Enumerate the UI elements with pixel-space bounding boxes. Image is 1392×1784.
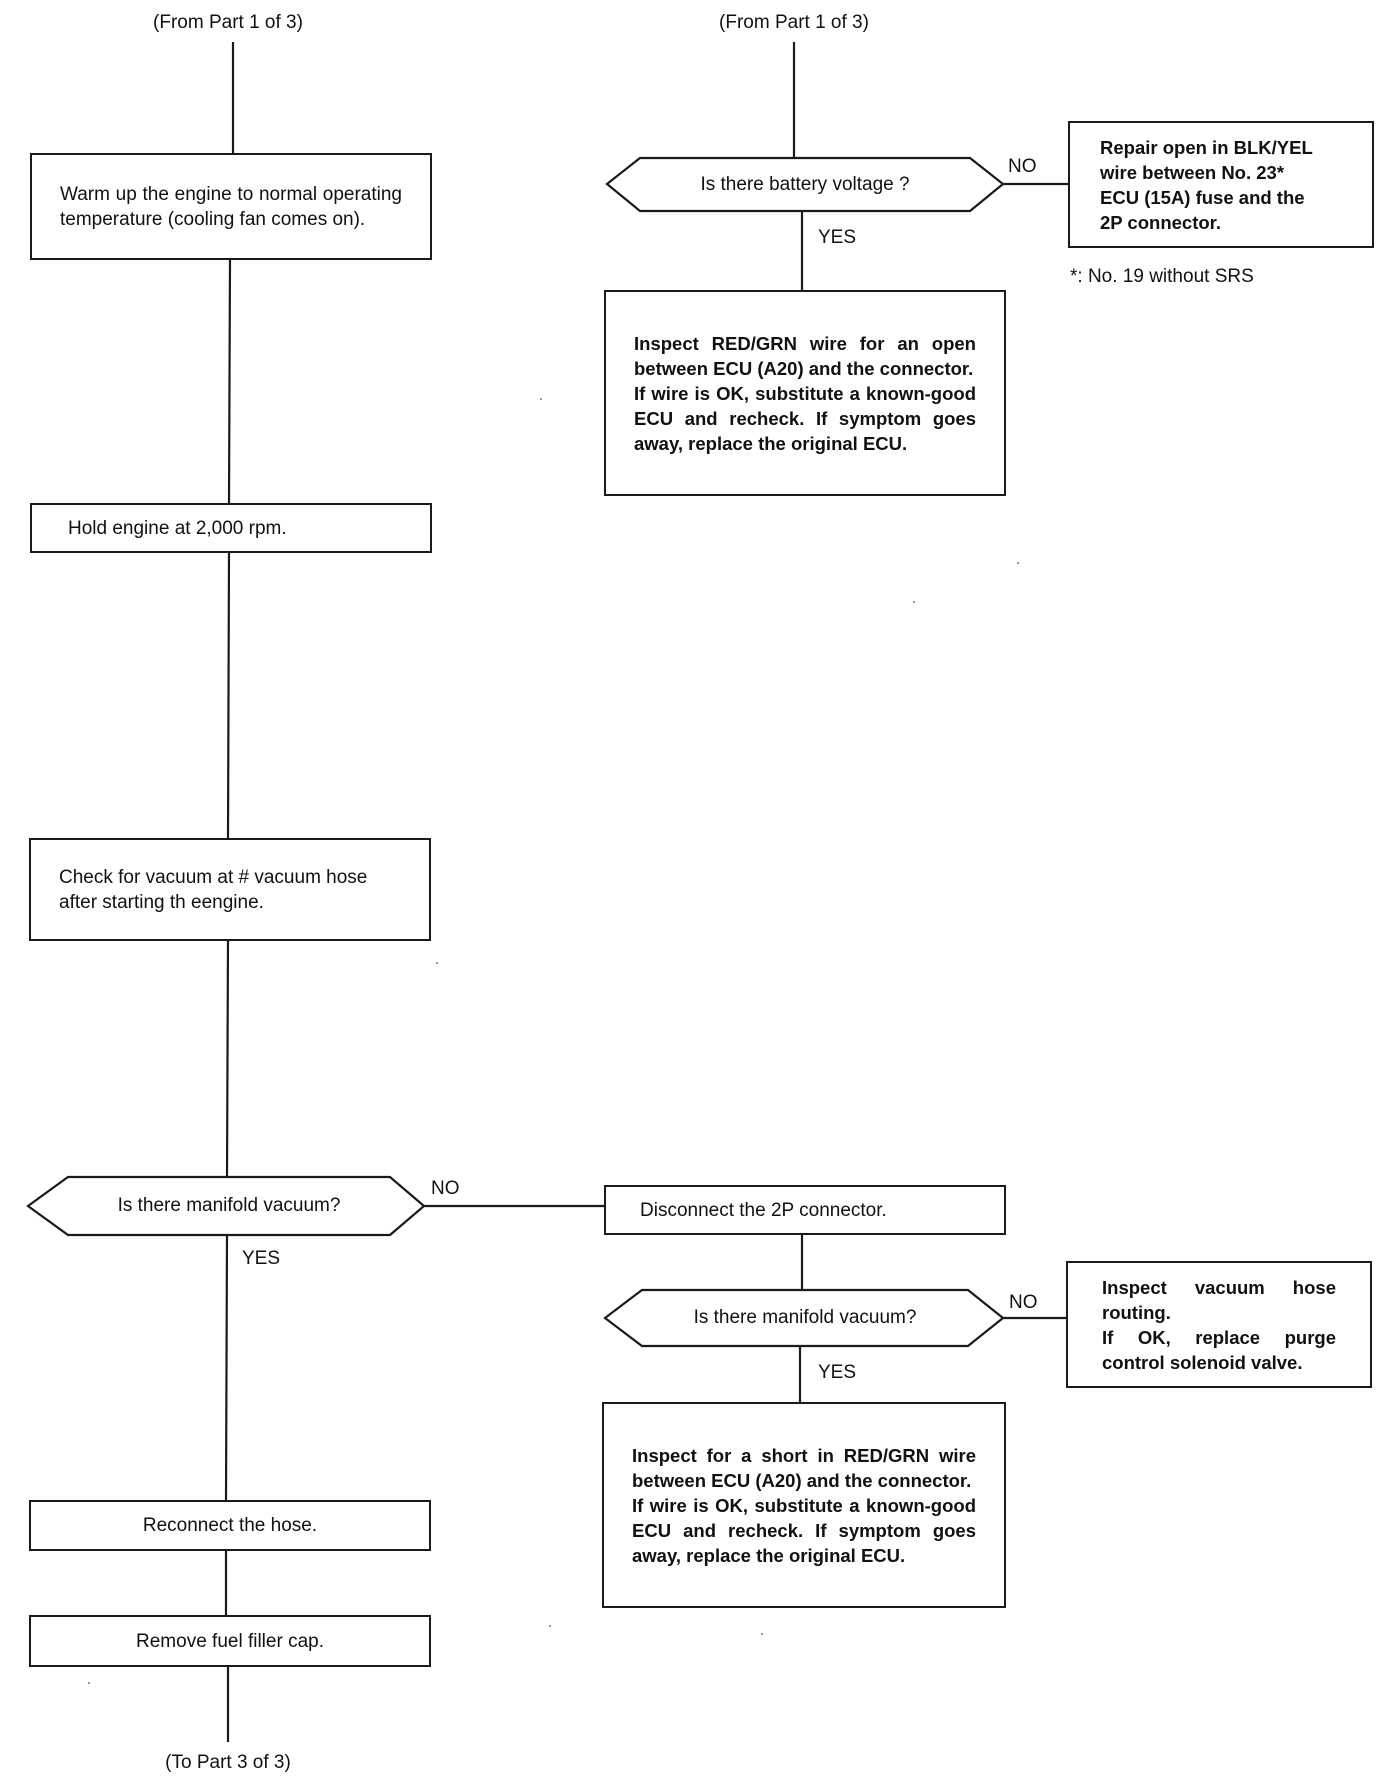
- process-repair-open-blk-yel: Repair open in BLK/YEL wire between No. …: [1068, 121, 1374, 248]
- decision-manifold-vacuum-2: Is there manifold vacuum?: [693, 1307, 917, 1328]
- inspect-open-line-1: Inspect RED/GRN wire for an open between…: [634, 332, 976, 379]
- inspect-open-line-2: If wire is OK, substitute a known-good E…: [634, 382, 976, 454]
- disconnect-2p-text: Disconnect the 2P connector.: [640, 1199, 887, 1221]
- manifold1-no-label: NO: [431, 1178, 460, 1199]
- inspect-short-line-2: If wire is OK, substitute a known-good E…: [632, 1494, 976, 1566]
- inspect-short-line-1: Inspect for a short in RED/GRN wire betw…: [632, 1444, 976, 1491]
- process-warm-up-engine: Warm up the engine to normal operating t…: [30, 153, 432, 260]
- connector-check-to-manifold1: [225, 938, 230, 1178]
- process-disconnect-2p: Disconnect the 2P connector.: [604, 1185, 1006, 1235]
- remove-cap-text: Remove fuel filler cap.: [136, 1630, 324, 1652]
- process-remove-fuel-filler-cap: Remove fuel filler cap.: [29, 1615, 431, 1667]
- scan-speck: [540, 398, 542, 400]
- check-vacuum-text: Check for vacuum at # vacuum hose after …: [59, 866, 368, 913]
- connector-warmup-to-hold: [227, 258, 232, 504]
- hold-engine-text: Hold engine at 2,000 rpm.: [68, 517, 287, 539]
- manifold2-yes-label: YES: [818, 1362, 857, 1383]
- decision-manifold-vacuum-1-shape: [26, 1175, 426, 1237]
- process-hold-engine-2000rpm: Hold engine at 2,000 rpm.: [30, 503, 432, 553]
- process-check-vacuum: Check for vacuum at # vacuum hose after …: [29, 838, 431, 941]
- decision-battery-voltage-shape: [605, 156, 1005, 213]
- scan-speck: [88, 1682, 90, 1684]
- repair-open-line-1: Repair open in BLK/YEL: [1100, 136, 1313, 158]
- repair-open-line-2: wire between No. 23*: [1100, 161, 1285, 183]
- scan-speck: [913, 601, 915, 603]
- decision-manifold-vacuum-1: Is there manifold vacuum?: [117, 1195, 341, 1216]
- scan-speck: [549, 1625, 551, 1627]
- from-part1-right-label: (From Part 1 of 3): [719, 12, 869, 33]
- scan-speck: [1017, 562, 1019, 564]
- scan-speck: [436, 962, 438, 964]
- connector-hold-to-check: [226, 550, 231, 839]
- decision-battery-voltage: Is there battery voltage ?: [700, 173, 910, 195]
- footnote-srs: *: No. 19 without SRS: [1070, 266, 1254, 287]
- process-inspect-red-grn-short: Inspect for a short in RED/GRN wire betw…: [602, 1402, 1006, 1608]
- battery-yes-label: YES: [818, 227, 857, 248]
- inspect-hose-line-1: Inspect vacuum hose routing.: [1102, 1276, 1336, 1323]
- process-inspect-red-grn-open: Inspect RED/GRN wire for an open between…: [604, 290, 1006, 496]
- process-reconnect-hose: Reconnect the hose.: [29, 1500, 431, 1551]
- to-part3-label: (To Part 3 of 3): [165, 1752, 291, 1773]
- warm-up-text: Warm up the engine to normal operating t…: [60, 183, 402, 230]
- repair-open-line-3: ECU (15A) fuse and the: [1100, 186, 1305, 208]
- inspect-hose-line-2: If OK, replace purge control solenoid va…: [1102, 1326, 1336, 1373]
- connector-manifold1-to-reconnect: [224, 1234, 229, 1501]
- from-part1-left-label: (From Part 1 of 3): [153, 12, 303, 33]
- repair-open-line-4: 2P connector.: [1100, 211, 1221, 233]
- reconnect-hose-text: Reconnect the hose.: [142, 1515, 318, 1536]
- process-inspect-vacuum-hose: Inspect vacuum hose routing. If OK, repl…: [1066, 1261, 1372, 1388]
- decision-manifold-vacuum-2-shape: [603, 1288, 1005, 1348]
- scan-speck: [761, 1633, 763, 1635]
- manifold1-yes-label: YES: [242, 1248, 281, 1269]
- manifold2-no-label: NO: [1009, 1292, 1038, 1313]
- battery-no-label: NO: [1008, 156, 1037, 177]
